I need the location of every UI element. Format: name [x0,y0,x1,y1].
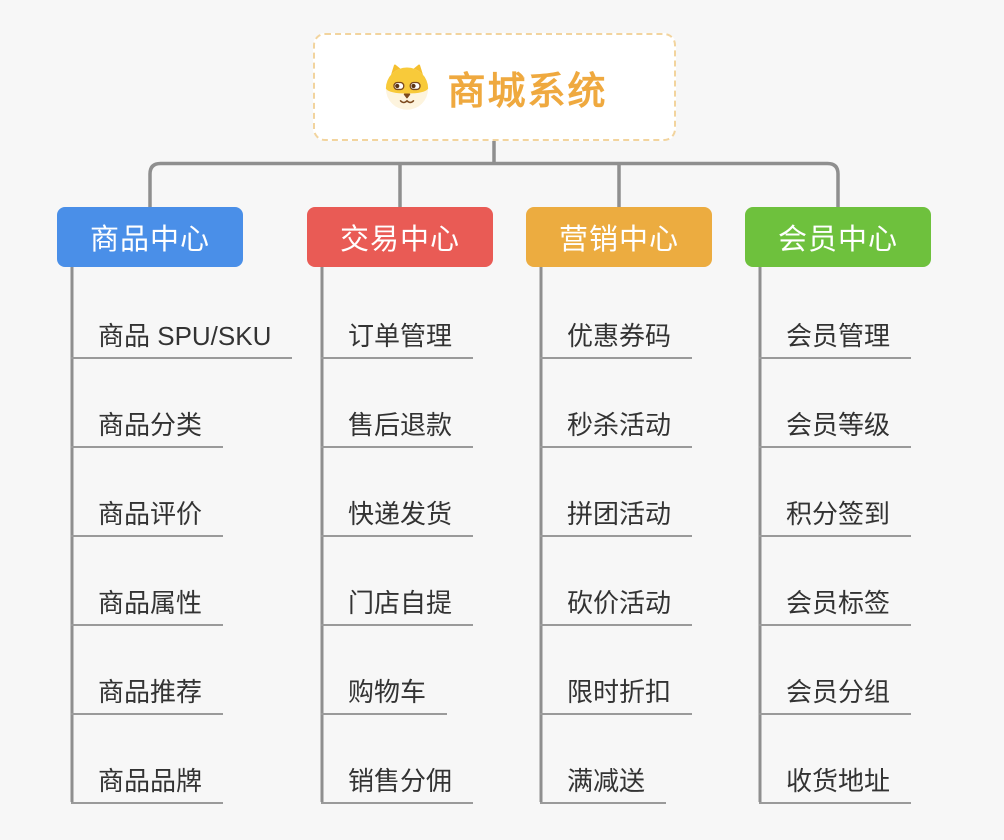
leaf-topic-trade-center-4[interactable]: 门店自提 [321,582,474,626]
leaf-topic-trade-center-1[interactable]: 订单管理 [321,315,474,359]
leaf-topic-product-center-5[interactable]: 商品推荐 [71,671,224,715]
branch-topic-trade-center[interactable]: 交易中心 [307,207,493,267]
leaf-topic-member-center-4[interactable]: 会员标签 [759,582,912,626]
leaf-topic-member-center-1[interactable]: 会员管理 [759,315,912,359]
leaf-topic-trade-center-5[interactable]: 购物车 [321,671,448,715]
leaf-topic-marketing-center-2[interactable]: 秒杀活动 [540,404,693,448]
leaf-topic-trade-center-3[interactable]: 快递发货 [321,493,474,537]
leaf-topic-product-center-3[interactable]: 商品评价 [71,493,224,537]
root-topic[interactable]: 商城系统 [313,33,676,141]
leaf-topic-marketing-center-5[interactable]: 限时折扣 [540,671,693,715]
leaf-topic-trade-center-6[interactable]: 销售分佣 [321,760,474,804]
leaf-topic-member-center-6[interactable]: 收货地址 [759,760,912,804]
leaf-topic-product-center-6[interactable]: 商品品牌 [71,760,224,804]
leaf-topic-member-center-5[interactable]: 会员分组 [759,671,912,715]
leaf-topic-product-center-2[interactable]: 商品分类 [71,404,224,448]
leaf-topic-trade-center-2[interactable]: 售后退款 [321,404,474,448]
leaf-topic-marketing-center-6[interactable]: 满减送 [540,760,667,804]
root-title: 商城系统 [447,70,608,113]
leaf-topic-marketing-center-3[interactable]: 拼团活动 [540,493,693,537]
leaf-topic-product-center-4[interactable]: 商品属性 [71,582,224,626]
leaf-topic-member-center-3[interactable]: 积分签到 [759,493,912,537]
dog-face-icon [386,64,429,110]
leaf-topic-product-center-1[interactable]: 商品 SPU/SKU [71,315,293,359]
leaf-topic-member-center-2[interactable]: 会员等级 [759,404,912,448]
leaf-topic-marketing-center-1[interactable]: 优惠券码 [540,315,693,359]
branch-topic-marketing-center[interactable]: 营销中心 [526,207,712,267]
branch-topic-product-center[interactable]: 商品中心 [57,207,243,267]
leaf-topic-marketing-center-4[interactable]: 砍价活动 [540,582,693,626]
branch-topic-member-center[interactable]: 会员中心 [745,207,931,267]
